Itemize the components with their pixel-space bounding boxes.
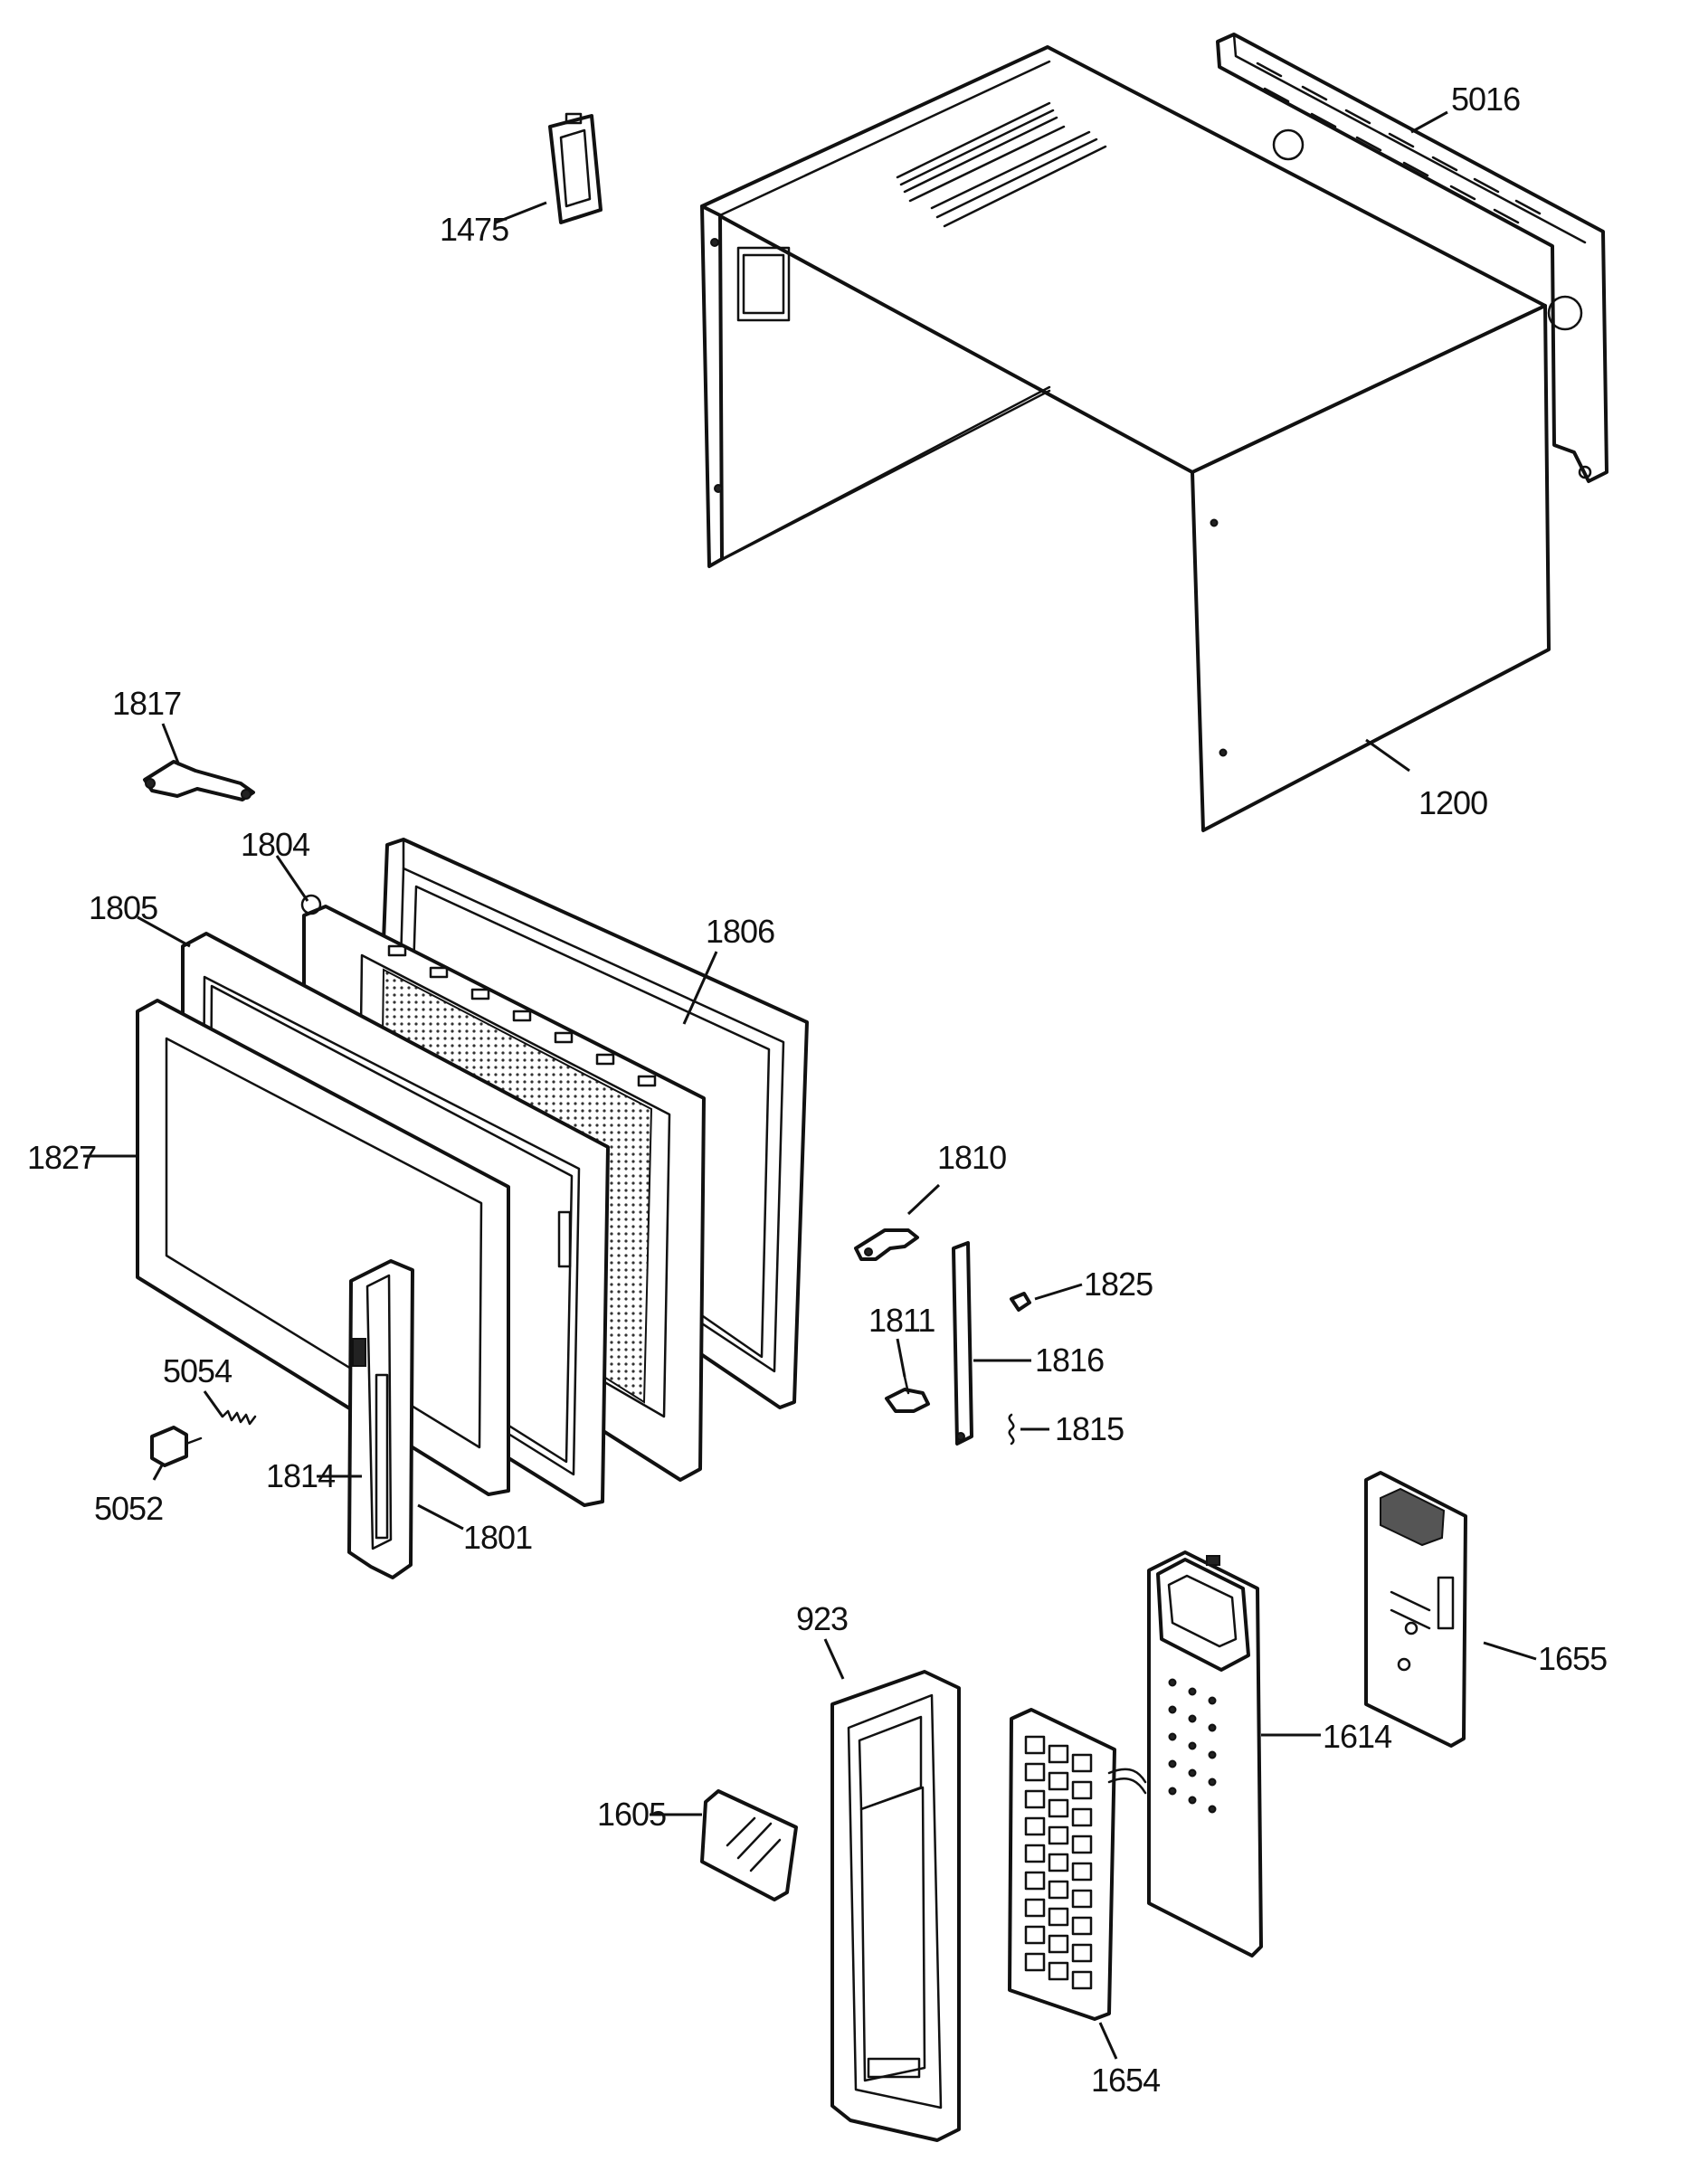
part-1811-latch [885,1375,930,1413]
housing-hole [1168,1705,1177,1714]
keypad-key [1071,1862,1093,1882]
label-1200: 1200 [1419,784,1487,821]
rear-panel [1216,33,1608,483]
rear-panel-slots [1256,62,1542,224]
part-1605-window [700,1789,798,1901]
keypad-key [1071,1807,1093,1827]
label-5052: 5052 [94,1490,163,1527]
label-1655: 1655 [1538,1640,1607,1677]
keypad-key [1024,1816,1046,1836]
keypad-key [1048,1825,1069,1845]
housing-hole [1168,1732,1177,1741]
label-1816: 1816 [1035,1341,1104,1379]
housing-hole [1168,1678,1177,1687]
part-1817-latch [143,760,255,801]
keypad-key [1048,1880,1069,1900]
label-1817: 1817 [112,685,181,722]
label-5054: 5054 [163,1352,232,1389]
housing-hole [1188,1768,1197,1778]
part-1654-keypad [1008,1708,1147,2021]
keypad-key [1048,1934,1069,1954]
part-1801-handle [347,1259,414,1579]
housing-holes [1168,1678,1217,1814]
keypad-key [1071,1753,1093,1773]
keypad-key [1071,1916,1093,1936]
label-1801: 1801 [463,1519,532,1556]
label-1614: 1614 [1323,1718,1391,1755]
label-1814: 1814 [266,1457,335,1494]
part-923-control-frame [830,1670,961,2142]
label-1815: 1815 [1055,1410,1124,1447]
part-1614-control-housing [1147,1550,1263,1958]
outer-case [700,45,1551,832]
housing-hole [1208,1723,1217,1732]
keypad-key [1048,1771,1069,1791]
label-1804: 1804 [241,826,309,863]
keypad-key [1071,1943,1093,1963]
keypad-key [1048,1907,1069,1927]
part-5054-spring [221,1409,257,1426]
keypad-keys [1024,1735,1093,1990]
housing-hole [1188,1714,1197,1723]
housing-hole [1208,1778,1217,1787]
keypad-key [1024,1735,1046,1755]
housing-hole [1188,1687,1197,1696]
keypad-key [1024,1762,1046,1782]
housing-hole [1168,1787,1177,1796]
part-1816-rod [952,1241,973,1446]
keypad-key [1024,1871,1046,1891]
part-1815-spring [1008,1413,1015,1446]
part-1827-front-glass [136,999,510,1496]
keypad-key [1071,1834,1093,1854]
part-1810-latch-lever [854,1228,919,1261]
label-1805: 1805 [89,889,157,926]
keypad-key [1071,1970,1093,1990]
housing-hole [1208,1805,1217,1814]
keypad-key [1048,1961,1069,1981]
keypad-key [1024,1952,1046,1972]
part-1475-bracket [548,112,603,224]
keypad-key [1071,1780,1093,1800]
leader-lines [83,110,1537,2060]
housing-hole [1208,1696,1217,1705]
keypad-key [1024,1789,1046,1809]
keypad-key [1071,1889,1093,1909]
housing-hole [1188,1796,1197,1805]
label-1806: 1806 [706,913,774,950]
label-1654: 1654 [1091,2062,1160,2099]
housing-hole [1188,1741,1197,1750]
label-1811: 1811 [868,1302,935,1339]
keypad-key [1024,1844,1046,1863]
keypad-key [1048,1744,1069,1764]
label-1810: 1810 [937,1139,1006,1176]
keypad-key [1048,1798,1069,1818]
keypad-key [1048,1853,1069,1872]
door-tabs [387,944,657,1087]
case-vents [896,101,1107,228]
keypad-key [1024,1925,1046,1945]
housing-hole [1208,1750,1217,1759]
part-1655-circuit-board [1364,1471,1467,1748]
label-5016: 5016 [1451,81,1520,118]
part-1825-screw [1010,1292,1031,1312]
part-labels: 1475 5016 1200 1817 1804 1805 1806 1827 … [27,81,1608,2099]
label-923: 923 [796,1600,848,1637]
housing-hole [1168,1759,1177,1768]
keypad-key [1024,1898,1046,1918]
label-1825: 1825 [1084,1266,1153,1303]
part-5052-knob [150,1426,203,1467]
label-1605: 1605 [597,1796,666,1833]
label-1475: 1475 [440,211,508,248]
label-1827: 1827 [27,1139,96,1176]
